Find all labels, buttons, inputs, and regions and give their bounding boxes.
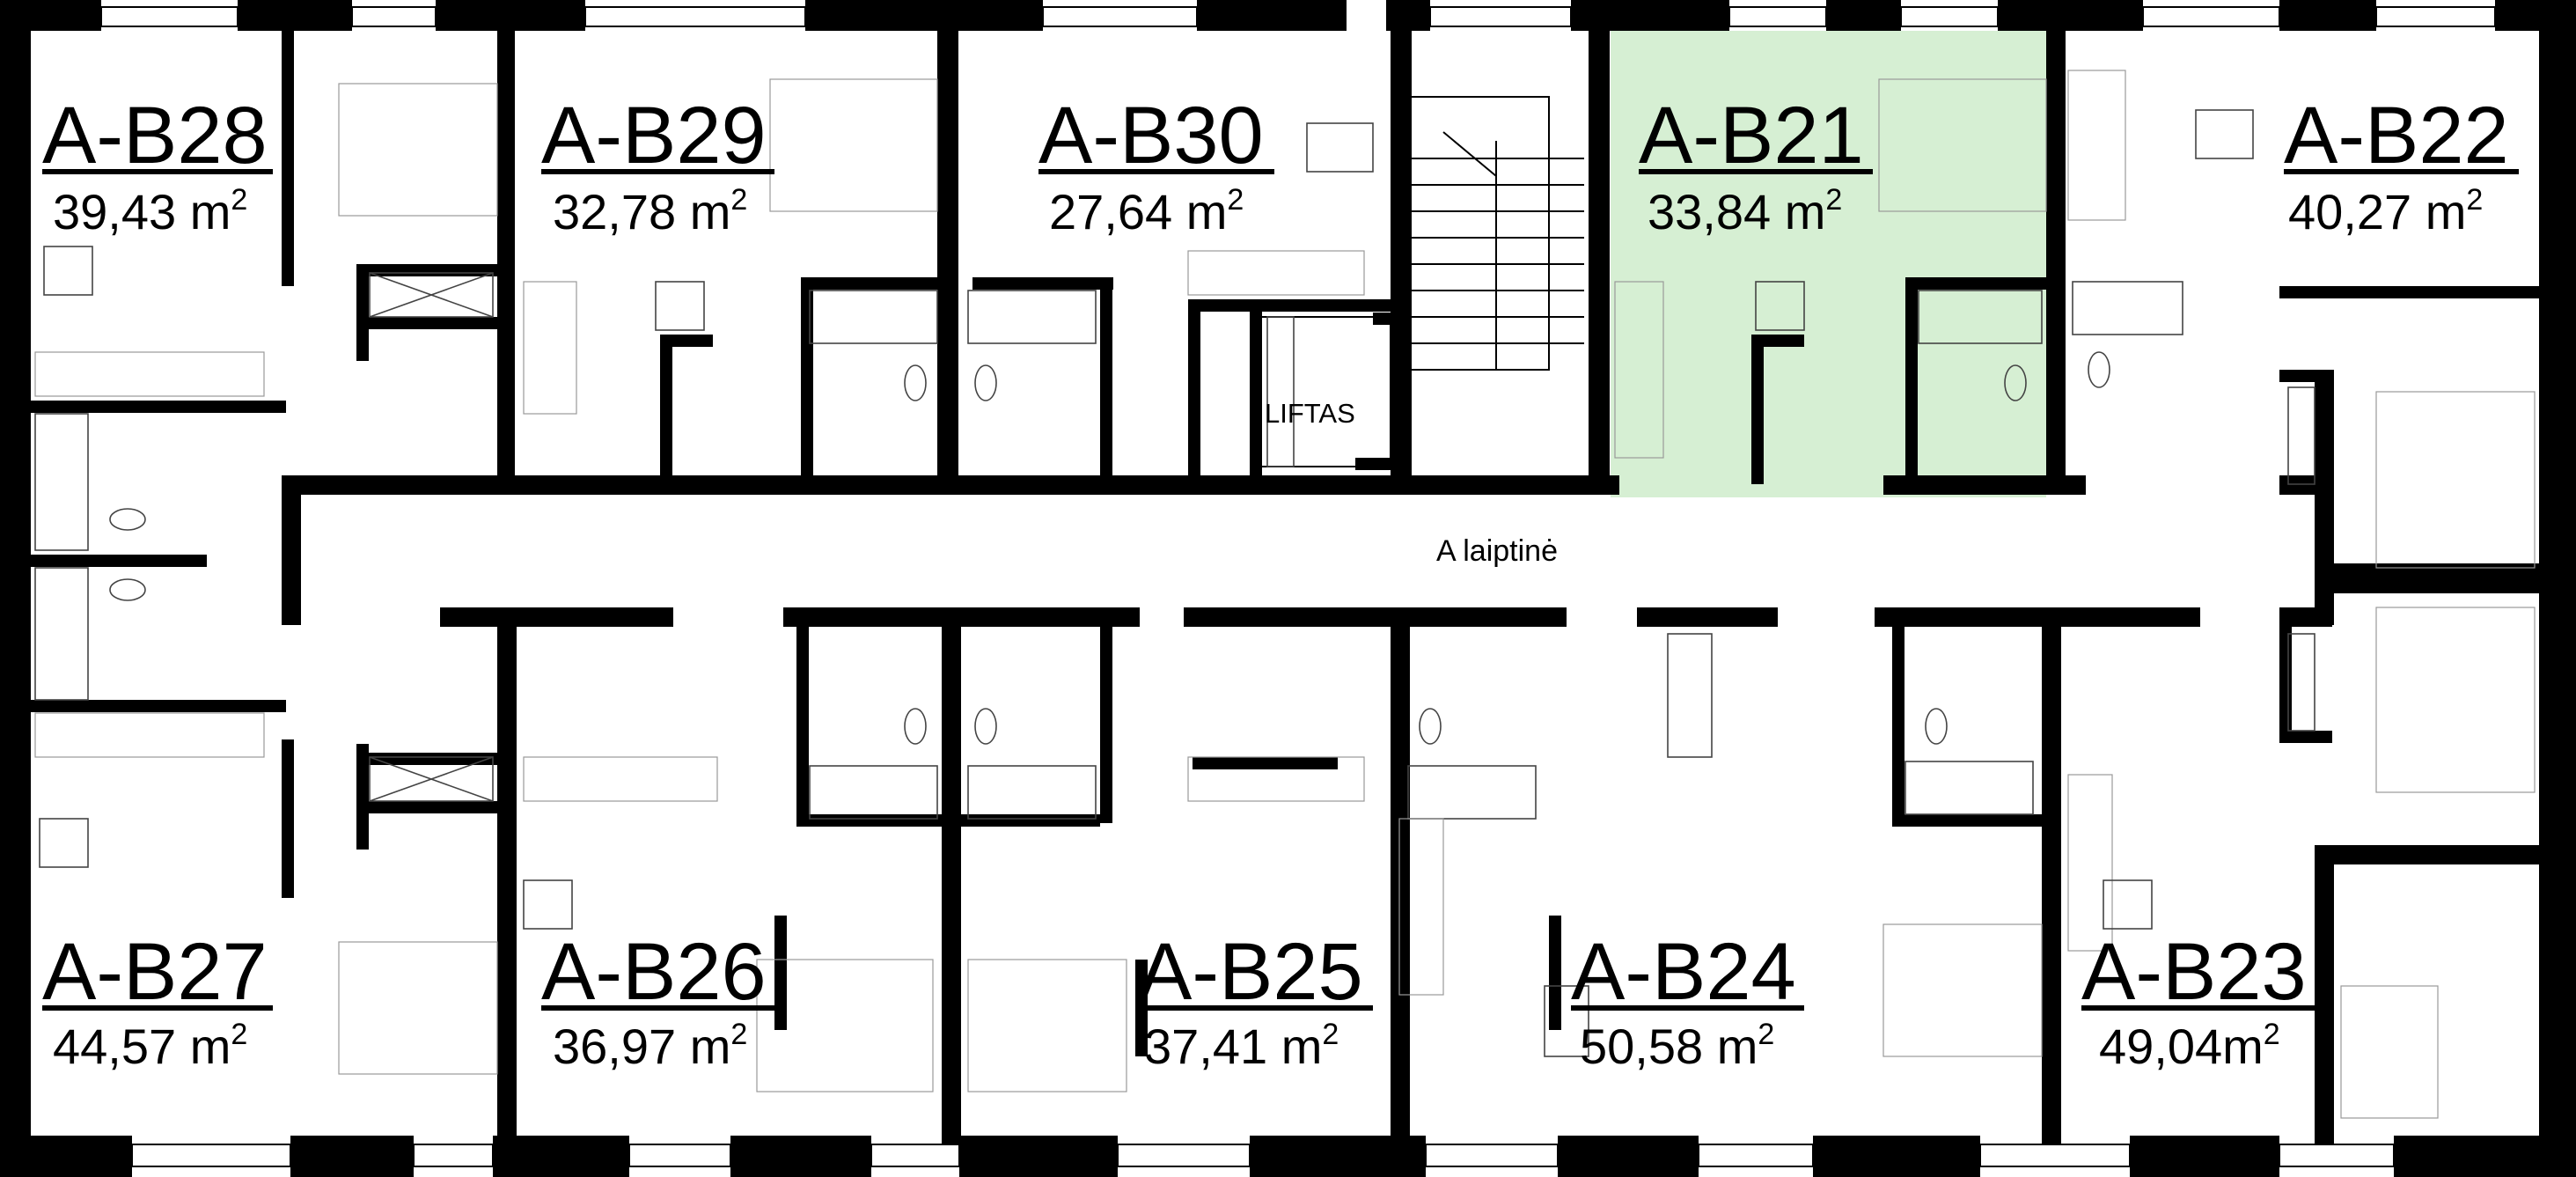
unit-b22-area-text: 40,27 m2 [2288, 183, 2483, 239]
unit-b22[interactable]: A-B22 40,27 m2 [2284, 91, 2519, 239]
unit-b27-name: A-B27 [42, 927, 268, 1017]
unit-b26[interactable]: A-B26 36,97 m2 [541, 927, 774, 1074]
unit-b26-name: A-B26 [541, 927, 767, 1017]
unit-b23[interactable]: A-B23 49,04m2 [2081, 927, 2316, 1074]
core [1188, 96, 1584, 488]
unit-b24[interactable]: A-B24 50,58 m2 [1571, 927, 1804, 1074]
unit-b28-area-text: 39,43 m2 [53, 183, 247, 239]
unit-b25-area-text: 37,41 m2 [1144, 1018, 1339, 1074]
unit-labels: A-B28 39,43 m2 A-B29 32,78 m2 A-B30 27,6… [42, 91, 2519, 1074]
unit-b29[interactable]: A-B29 32,78 m2 [541, 91, 774, 239]
unit-b30-name: A-B30 [1038, 91, 1264, 180]
unit-b23-area-text: 49,04m2 [2099, 1018, 2280, 1074]
unit-b27[interactable]: A-B27 44,57 m2 [42, 927, 273, 1074]
unit-b26-area-text: 36,97 m2 [553, 1018, 747, 1074]
unit-b29-name: A-B29 [541, 91, 767, 180]
party-walls [31, 31, 2539, 1144]
unit-b25-name: A-B25 [1138, 927, 1363, 1017]
unit-b24-area-text: 50,58 m2 [1580, 1018, 1774, 1074]
stairs [1407, 96, 1584, 371]
unit-b30-area-text: 27,64 m2 [1049, 183, 1244, 239]
unit-b23-name: A-B23 [2081, 927, 2307, 1017]
fixtures [34, 70, 2536, 1119]
unit-b21-area-text: 33,84 m2 [1648, 183, 1842, 239]
unit-b21-name: A-B21 [1639, 91, 1864, 180]
lift-label: LIFTAS [1265, 398, 1355, 429]
unit-b27-area-text: 44,57 m2 [53, 1018, 247, 1074]
unit-b28-name: A-B28 [42, 91, 268, 180]
unit-b29-area-text: 32,78 m2 [553, 183, 747, 239]
unit-b22-name: A-B22 [2284, 91, 2509, 180]
unit-b21-highlight [1611, 31, 2046, 497]
unit-b24-name: A-B24 [1571, 927, 1796, 1017]
unit-b21[interactable]: A-B21 33,84 m2 [1639, 91, 1873, 239]
stair-label: A laiptinė [1436, 534, 1558, 568]
unit-b30[interactable]: A-B30 27,64 m2 [1038, 91, 1274, 239]
unit-b25[interactable]: A-B25 37,41 m2 [1138, 927, 1373, 1074]
unit-b28[interactable]: A-B28 39,43 m2 [42, 91, 273, 239]
